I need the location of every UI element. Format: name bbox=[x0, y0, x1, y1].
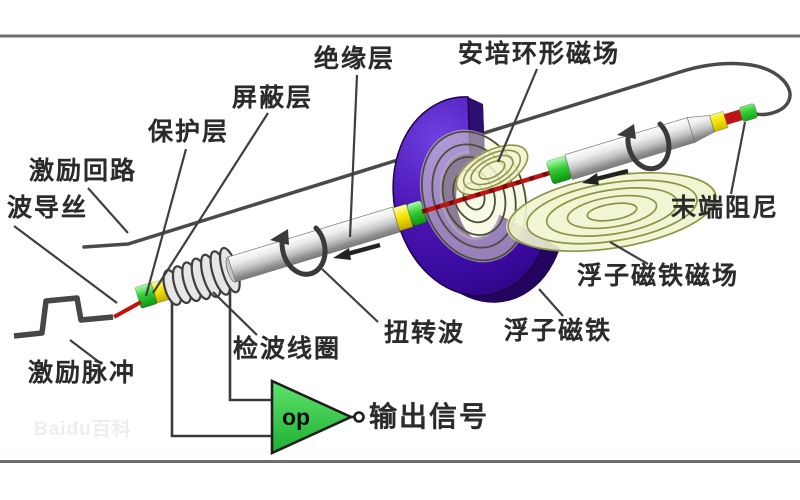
label-shielding-layer: 屏蔽层 bbox=[232, 84, 314, 112]
watermark: Baidu百科 bbox=[34, 419, 132, 440]
leader-torsional-wave bbox=[321, 268, 379, 323]
label-excitation-loop: 激励回路 bbox=[29, 157, 138, 185]
leader-excitation-pulse bbox=[69, 339, 100, 363]
leader-shielding bbox=[152, 112, 269, 294]
float-field-petal-right bbox=[506, 171, 718, 253]
leader-excitation-loop bbox=[87, 187, 129, 234]
opamp-input-wire-lower bbox=[170, 296, 272, 438]
opamp-triangle bbox=[270, 378, 365, 456]
output-terminal bbox=[353, 411, 365, 423]
top-border-line bbox=[0, 34, 800, 38]
end-red-segment bbox=[723, 109, 743, 125]
leader-waveguide bbox=[13, 225, 118, 304]
coil-to-opamp-wires bbox=[170, 283, 272, 438]
label-ampere-ring-field: 安培环形磁场 bbox=[458, 40, 621, 68]
leader-detection-coil bbox=[212, 291, 258, 336]
leader-float-field bbox=[609, 241, 649, 265]
label-detection-coil: 检波线圈 bbox=[233, 335, 342, 363]
excitation-return-wire bbox=[82, 61, 792, 249]
detection-coil bbox=[162, 246, 241, 306]
label-end-damping: 末端阻尼 bbox=[671, 194, 780, 222]
label-output-signal: 输出信号 bbox=[369, 401, 490, 432]
rotation-arrowhead bbox=[617, 124, 636, 139]
label-excitation-pulse: 激励脉冲 bbox=[28, 359, 137, 387]
leader-end-damping bbox=[729, 121, 747, 195]
rotation-arrow-left bbox=[270, 225, 328, 277]
leader-lines bbox=[13, 68, 747, 363]
label-insulation-layer: 绝缘层 bbox=[314, 45, 396, 73]
label-opamp: op bbox=[282, 404, 311, 430]
label-float-magnet: 浮子磁铁 bbox=[504, 317, 613, 345]
waveguide-lead-wire bbox=[113, 300, 142, 319]
leader-insulation bbox=[348, 74, 359, 238]
end-damping-green-cap bbox=[738, 103, 758, 122]
label-protective-layer: 保护层 bbox=[148, 118, 230, 146]
waveguide-rod bbox=[134, 103, 758, 309]
excitation-pulse-waveform bbox=[13, 295, 114, 339]
opamp-input-wire-upper bbox=[228, 283, 272, 402]
waveguide-wire-texture bbox=[421, 170, 552, 214]
leader-protective bbox=[144, 148, 188, 297]
wave-arrow-right bbox=[582, 168, 629, 185]
bottom-border-line bbox=[0, 460, 800, 463]
label-float-magnet-field: 浮子磁铁磁场 bbox=[577, 262, 740, 290]
label-waveguide-wire: 波导丝 bbox=[7, 194, 89, 222]
label-torsional-wave: 扭转波 bbox=[384, 319, 466, 347]
wave-arrow-left bbox=[333, 242, 381, 260]
rotation-arrow-right bbox=[617, 121, 672, 172]
leader-float-magnet bbox=[538, 288, 564, 317]
leader-ampere-field bbox=[496, 68, 539, 163]
rotation-arrowhead bbox=[270, 229, 289, 245]
